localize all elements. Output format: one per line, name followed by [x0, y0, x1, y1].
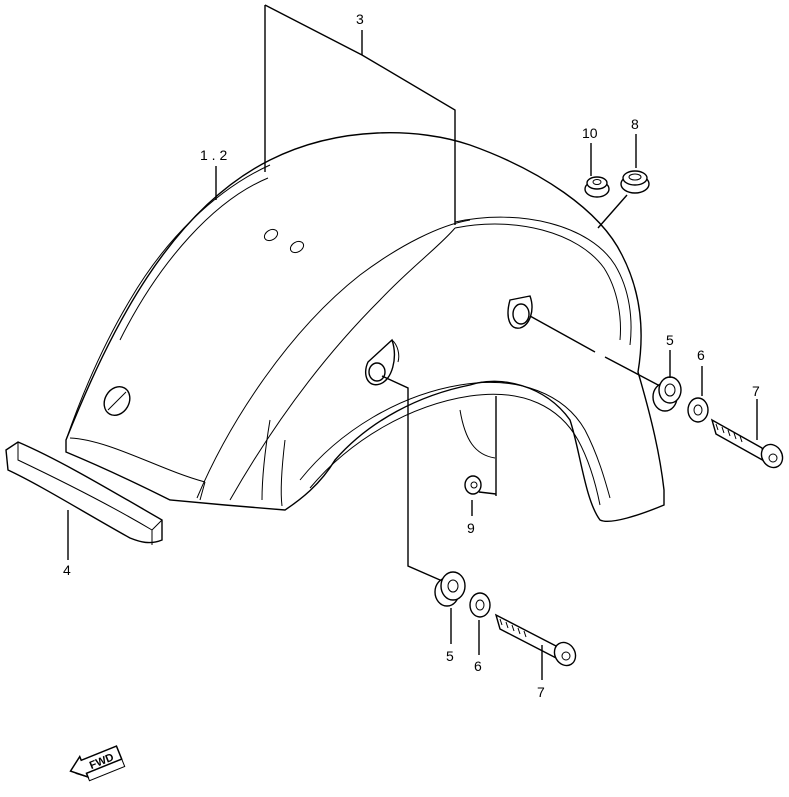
- grommet-10: [584, 176, 610, 198]
- callout-labels: 1 . 2 3 10 8 5 6 7 9 4 5 6 7: [63, 11, 760, 700]
- callout-9: 9: [467, 520, 475, 536]
- callout-4: 4: [63, 562, 71, 578]
- cushion-5-lower: [434, 571, 466, 607]
- callout-3: 3: [356, 11, 364, 27]
- bolt-7-upper: [710, 418, 784, 469]
- washer-6-lower: [469, 592, 491, 618]
- bolt-7-lower: [494, 613, 577, 667]
- callout-10: 10: [582, 125, 598, 141]
- washer-6-upper: [687, 397, 709, 423]
- cushion-5-upper: [652, 376, 682, 412]
- cushion-9: [464, 475, 482, 495]
- callout-5-upper: 5: [666, 332, 674, 348]
- callout-8: 8: [631, 116, 639, 132]
- callout-5-lower: 5: [446, 648, 454, 664]
- grommet-8: [620, 170, 650, 194]
- arrow-left-icon: [69, 745, 123, 779]
- callout-7-upper: 7: [752, 383, 760, 399]
- rear-fender: [65, 132, 665, 522]
- fwd-label: FWD: [88, 751, 116, 772]
- callout-7-lower: 7: [537, 684, 545, 700]
- leader-lines: [67, 4, 758, 680]
- callout-1-2: 1 . 2: [200, 147, 227, 163]
- callout-6-upper: 6: [697, 347, 705, 363]
- fwd-direction-badge: FWD: [69, 745, 126, 782]
- mud-flap: [5, 441, 163, 545]
- callout-6-lower: 6: [474, 658, 482, 674]
